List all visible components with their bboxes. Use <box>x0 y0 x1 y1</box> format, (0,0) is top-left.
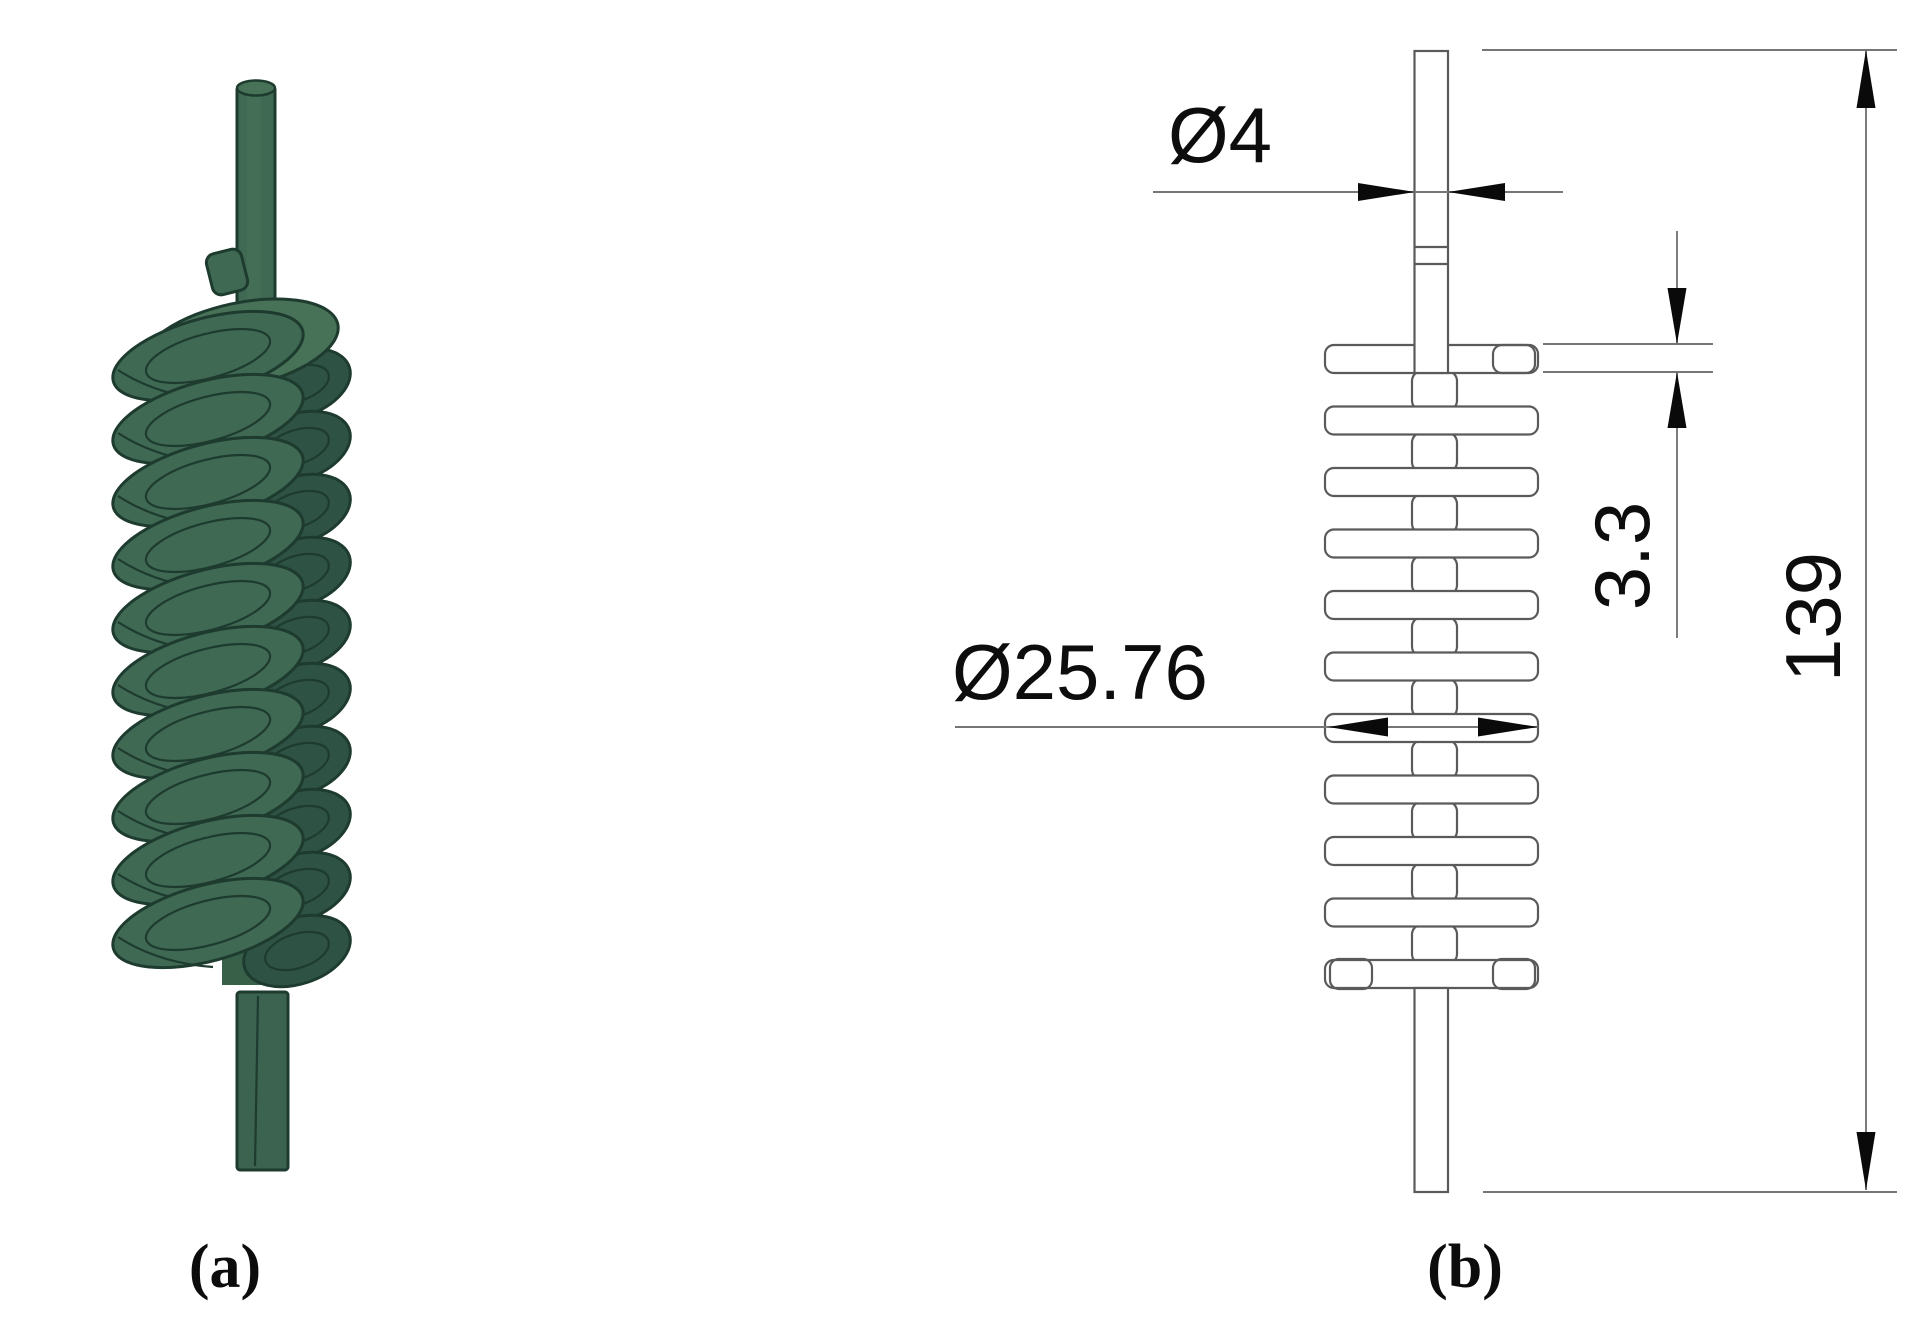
fin-neck <box>1410 369 1459 412</box>
arrowhead <box>1667 288 1687 344</box>
arrowhead <box>1448 183 1505 201</box>
fin-neck <box>1410 677 1459 720</box>
bottom-rod <box>235 990 290 1172</box>
dim-total-length: 139 <box>1769 551 1857 683</box>
arrowhead <box>1856 50 1876 108</box>
fin <box>1323 835 1540 867</box>
arrowhead <box>1478 717 1538 737</box>
fin-end-tab <box>1328 957 1374 991</box>
dim-shaft-diameter: Ø4 <box>1168 91 1273 179</box>
arrowhead <box>1667 372 1687 428</box>
dim-fin-pitch: 3.3 <box>1578 501 1666 611</box>
fin <box>1323 897 1540 928</box>
fin <box>1323 651 1540 682</box>
fin-neck <box>1410 615 1459 658</box>
rod-edge <box>253 995 260 1167</box>
shaft-top <box>1413 49 1450 375</box>
arrowhead <box>1328 717 1388 737</box>
fin-neck <box>1410 554 1459 597</box>
fin-neck <box>1410 861 1459 904</box>
arrowhead <box>1856 1132 1876 1190</box>
fin-end-tab <box>1491 343 1537 375</box>
dim-fin-diameter: Ø25.76 <box>952 628 1208 716</box>
top-shaft <box>204 79 277 352</box>
fin-neck <box>1410 492 1459 535</box>
shaft-top-cap <box>235 79 277 97</box>
fin <box>1323 528 1540 559</box>
caption-b: (b) <box>1427 1233 1503 1301</box>
fin <box>1323 405 1540 436</box>
fin <box>1323 958 1540 990</box>
cad-render-3d <box>111 79 352 1172</box>
arrowhead <box>1358 183 1415 201</box>
helix-turn-left <box>111 876 305 970</box>
fin-neck <box>1410 923 1459 966</box>
caption-a: (a) <box>188 1233 262 1301</box>
fin-neck <box>1410 738 1459 781</box>
fin-neck <box>1410 431 1459 474</box>
fin <box>1323 589 1540 621</box>
helix-start-tab <box>204 247 250 297</box>
fin-neck <box>1410 800 1459 843</box>
fin <box>1323 774 1540 805</box>
fin-end-tab <box>1491 957 1537 991</box>
fin <box>1323 466 1540 498</box>
shaft-bottom <box>1413 986 1450 1194</box>
